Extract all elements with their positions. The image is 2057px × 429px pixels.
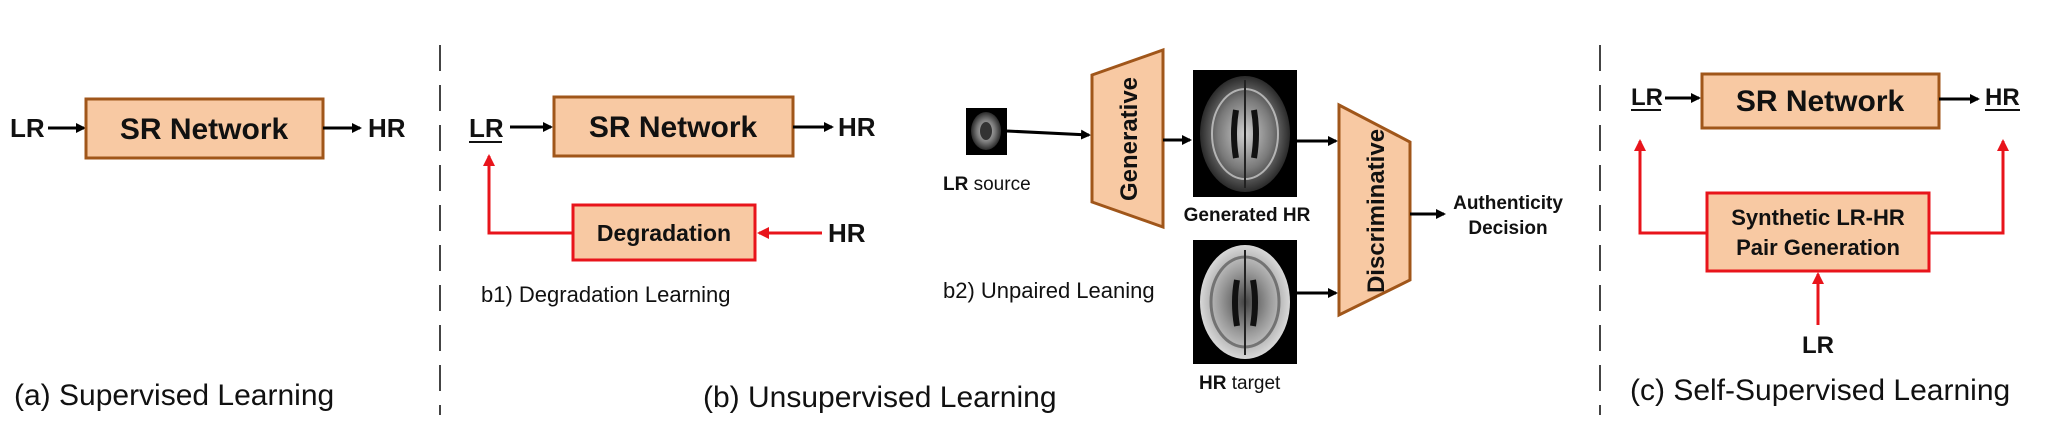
c-lr-input-label: LR <box>1802 332 1834 359</box>
panel-b2: LR source Generative Generated HR HR tar… <box>943 47 1563 394</box>
c-sr-network-box <box>1700 72 1941 130</box>
b1-hr-input-label: HR <box>828 218 866 248</box>
c-output-label: HR <box>1985 84 2020 111</box>
hr-target-caption: HR target <box>1199 373 1281 394</box>
c-synthetic-line1: Synthetic LR-HR <box>1731 205 1905 230</box>
c-arrow-to-lr <box>1634 139 1707 235</box>
b1-feedback-arrow <box>483 154 573 235</box>
decision-label-line1: Authenticity <box>1453 193 1563 214</box>
generative-block <box>1090 47 1165 230</box>
generative-label: Generative <box>1116 77 1143 201</box>
generated-hr-image <box>1193 70 1297 197</box>
b1-caption: b1) Degradation Learning <box>481 282 731 307</box>
panel-a-output-label: HR <box>368 113 406 143</box>
b1-degradation-label: Degradation <box>597 220 731 246</box>
c-arrow-to-hr <box>1929 139 2009 235</box>
c-sr-network-label: SR Network <box>1736 85 1905 118</box>
decision-label-line2: Decision <box>1468 218 1547 239</box>
panel-a-sr-network-label: SR Network <box>120 113 289 146</box>
panel-a-sr-network-box <box>84 97 325 160</box>
panel-a-input-label: LR <box>10 113 45 143</box>
c-synthetic-line2: Pair Generation <box>1736 235 1900 260</box>
b1-sr-network-box <box>552 95 795 158</box>
panel-c-caption: (c) Self-Supervised Learning <box>1630 374 2010 407</box>
panel-a: LR SR Network HR (a) Supervised Learning <box>10 97 406 412</box>
lr-source-image <box>966 108 1007 155</box>
b1-lr-label: LR <box>469 113 504 143</box>
panel-c: LR SR Network HR Synthetic LR-HR Pair Ge… <box>1630 72 2020 407</box>
generated-hr-caption: Generated HR <box>1184 205 1311 226</box>
hr-target-image <box>1193 240 1297 364</box>
panel-b-caption: (b) Unsupervised Learning <box>703 381 1057 414</box>
b2-arrow-to-generator <box>1006 129 1091 140</box>
panel-b1: LR SR Network HR Degradation HR b1) Degr… <box>469 95 876 307</box>
lr-source-caption: LR source <box>943 174 1031 195</box>
discriminative-block <box>1337 102 1412 318</box>
c-lr-label: LR <box>1631 84 1663 111</box>
b2-caption: b2) Unpaired Leaning <box>943 278 1155 303</box>
b1-sr-network-label: SR Network <box>589 111 758 144</box>
discriminative-label: Discriminative <box>1363 129 1390 293</box>
panel-a-caption: (a) Supervised Learning <box>14 379 334 412</box>
b1-output-label: HR <box>838 112 876 142</box>
